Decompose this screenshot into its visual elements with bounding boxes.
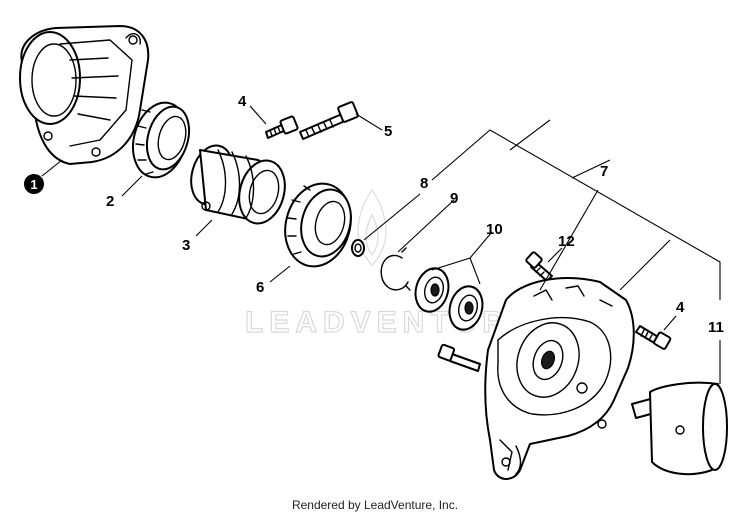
footer-credit: Rendered by LeadVenture, Inc. <box>291 498 459 512</box>
part-4-bolt-lower <box>635 325 672 350</box>
part-3-clutch-assembly <box>190 144 286 225</box>
leader-lines <box>41 105 721 384</box>
callout-6: 6 <box>256 279 264 296</box>
watermark-text: LEADVENTURE <box>245 306 536 339</box>
callout-2: 2 <box>106 193 114 210</box>
part-8-washer <box>351 239 365 257</box>
part-1-housing <box>19 25 150 165</box>
callout-5: 5 <box>384 123 392 140</box>
part-6-ring-nut <box>284 182 352 268</box>
callout-1-badge <box>24 174 44 194</box>
part-11-clutch-drum <box>631 381 728 476</box>
callout-9: 9 <box>450 190 458 207</box>
leadventure-watermark: LEADVENTURE <box>244 188 536 340</box>
part-9-snap-ring <box>380 247 411 291</box>
part-5-long-bolt <box>299 101 359 140</box>
part-10-bearings <box>414 267 484 331</box>
callout-4-upper: 4 <box>238 93 247 110</box>
callout-11: 11 <box>708 319 724 336</box>
callout-1: 1 <box>30 177 37 192</box>
part-4-bolt-upper <box>265 115 299 139</box>
callout-12: 12 <box>558 233 575 250</box>
callout-10: 10 <box>486 221 503 238</box>
callout-4-lower: 4 <box>676 299 685 316</box>
callout-8: 8 <box>420 175 428 192</box>
callouts: 1 2 3 4 5 6 8 9 10 12 7 4 11 <box>24 93 724 336</box>
part-7-main-housing <box>484 277 635 480</box>
watermark-flame-logo <box>357 188 387 266</box>
callout-7: 7 <box>600 163 608 180</box>
callout-3: 3 <box>182 237 190 254</box>
part-2-ring-nut <box>132 101 191 179</box>
part-7-bolt-lower <box>437 343 481 372</box>
part-12-bolt <box>525 251 553 282</box>
